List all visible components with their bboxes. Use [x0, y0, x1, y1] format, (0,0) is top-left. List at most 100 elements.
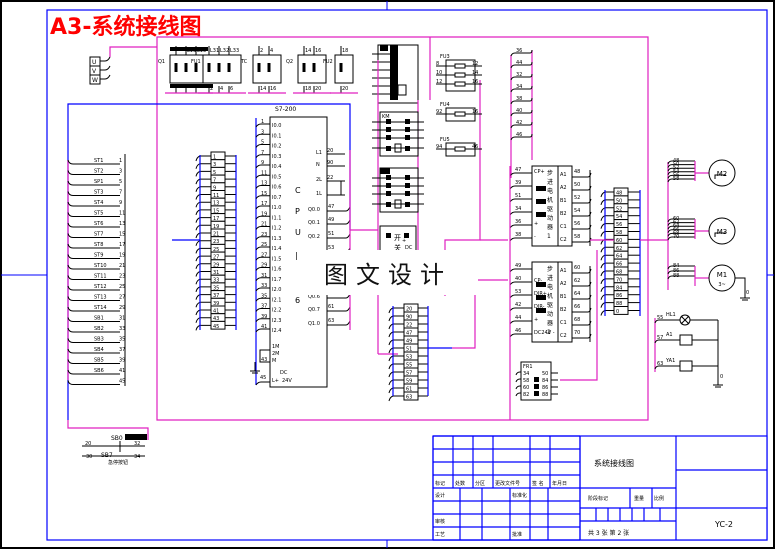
motor-wire	[667, 236, 695, 241]
switch-terminal-number: 23	[119, 274, 125, 280]
bus-tap	[195, 255, 211, 262]
plc-output-pin: Q0.1	[308, 220, 320, 226]
fuse-out-number: 12	[472, 61, 478, 67]
terminal-number: 37	[213, 293, 219, 299]
fr-wire	[515, 385, 521, 390]
switch-terminal-number: 19	[119, 253, 125, 259]
switch-terminal-number: 13	[119, 221, 125, 227]
estop-feed	[67, 420, 149, 440]
estop-sb7-label: SB7	[101, 452, 113, 459]
phase-label: V	[92, 68, 97, 75]
q2-element	[302, 63, 306, 72]
plc-common-pin: M	[272, 358, 276, 364]
plc-output-pin: Q0.7	[308, 307, 320, 313]
plc-input-wire	[255, 328, 270, 333]
plc-input-wire-number: 11	[261, 170, 267, 176]
plc-power-wire-number: 45	[260, 375, 266, 381]
terminal-bottom-label: 20	[315, 86, 321, 92]
terminal-number: 19	[213, 224, 219, 230]
motor-wire	[667, 232, 695, 237]
driver-output-wire-number: 58	[574, 234, 580, 240]
fuse-element	[454, 72, 466, 78]
bus-tap	[195, 170, 211, 177]
driver-input-wire-number: 47	[515, 167, 521, 173]
bus-tap	[388, 387, 404, 394]
driver-input-pin: +	[534, 221, 538, 227]
indicator-wire	[654, 319, 680, 324]
title-block-cell: 批准	[512, 531, 522, 538]
bus-tap	[195, 294, 211, 300]
feed-wire	[510, 61, 533, 69]
plc-cpu-glyph: |	[295, 251, 298, 260]
switch-wire	[67, 317, 120, 322]
plc-input-wire	[255, 164, 270, 169]
plc-input-pin-i1-1: I1.1	[272, 215, 281, 221]
phase-wire	[100, 56, 111, 62]
driver-indicator	[536, 295, 546, 300]
terminal-number: 41	[213, 309, 219, 315]
bus-tap	[600, 302, 614, 308]
switch-label-sp1: SP1	[94, 179, 103, 185]
terminal-number: 88	[616, 301, 622, 307]
plc-input-wire	[255, 133, 270, 138]
bus-tap	[388, 355, 404, 362]
fuse-element	[454, 146, 466, 152]
terminal-number: 33	[213, 278, 219, 284]
plc-input-pin-i1-3: I1.3	[272, 236, 281, 242]
switch-label-st2: ST2	[94, 169, 103, 175]
plc-input-wire	[255, 226, 270, 230]
fr-label: FR1	[523, 364, 533, 370]
q2-body	[297, 54, 327, 84]
feed-wire	[510, 97, 533, 105]
switch-label-st5: ST5	[94, 211, 103, 217]
bus-tap	[195, 155, 211, 162]
switch-label-st7: ST7	[94, 232, 103, 238]
stepper-glyph	[714, 232, 726, 237]
driver-output-wire-number: 62	[574, 278, 580, 284]
terminal-number: 23	[213, 239, 219, 245]
terminal-number: 59	[406, 379, 412, 385]
bus-tap	[388, 331, 404, 338]
switch-label-st11: ST11	[94, 274, 107, 280]
plc-output-wire-number: 49	[328, 217, 334, 223]
plc-supply-wire-number: 90	[327, 160, 333, 166]
feed-wire-number: 38	[516, 96, 522, 102]
indicator-label: A1	[666, 332, 673, 338]
terminal-number: 29	[213, 262, 219, 268]
terminal-top-label: L31	[210, 48, 219, 54]
switch-wire	[67, 348, 120, 354]
fuse-label: FU4	[440, 102, 450, 108]
terminal-bottom-label: 20	[342, 86, 348, 92]
fr-wire	[515, 371, 521, 376]
motor-label: M3	[717, 228, 728, 236]
driver-output-wire-number: 54	[574, 208, 580, 214]
q1-bar-top	[170, 47, 208, 51]
plc-input-wire-number: 1	[261, 119, 264, 125]
fr-contact	[534, 377, 539, 382]
terminal-number: 53	[406, 355, 412, 361]
plc-input-pin-i2-1: I2.1	[272, 297, 281, 303]
bus-tap	[195, 201, 211, 208]
plc-output-pin: Q0.6	[308, 294, 320, 300]
relay-coil	[397, 84, 407, 96]
estop-wire-number: 20	[85, 441, 91, 447]
plc-input-wire	[255, 174, 270, 179]
driver-name-char: 进	[547, 274, 553, 282]
plc-input-pin-i1-7: I1.7	[272, 277, 281, 283]
terminal-number: 62	[616, 246, 622, 252]
plc-input-pin-i0-1: I0.1	[272, 133, 281, 139]
terminal-number: 21	[213, 232, 219, 238]
plc-input-pin-i0-5: I0.5	[272, 174, 281, 180]
plc-power-wire	[255, 381, 270, 386]
terminal-top-label: L33	[230, 48, 239, 54]
terminal-bottom-label: 14	[260, 86, 266, 92]
estop-sb0-label: SB0	[111, 435, 123, 442]
driver-name-char: 动	[547, 215, 553, 222]
motor-symbol	[708, 217, 736, 245]
driver-indicator	[536, 212, 546, 217]
